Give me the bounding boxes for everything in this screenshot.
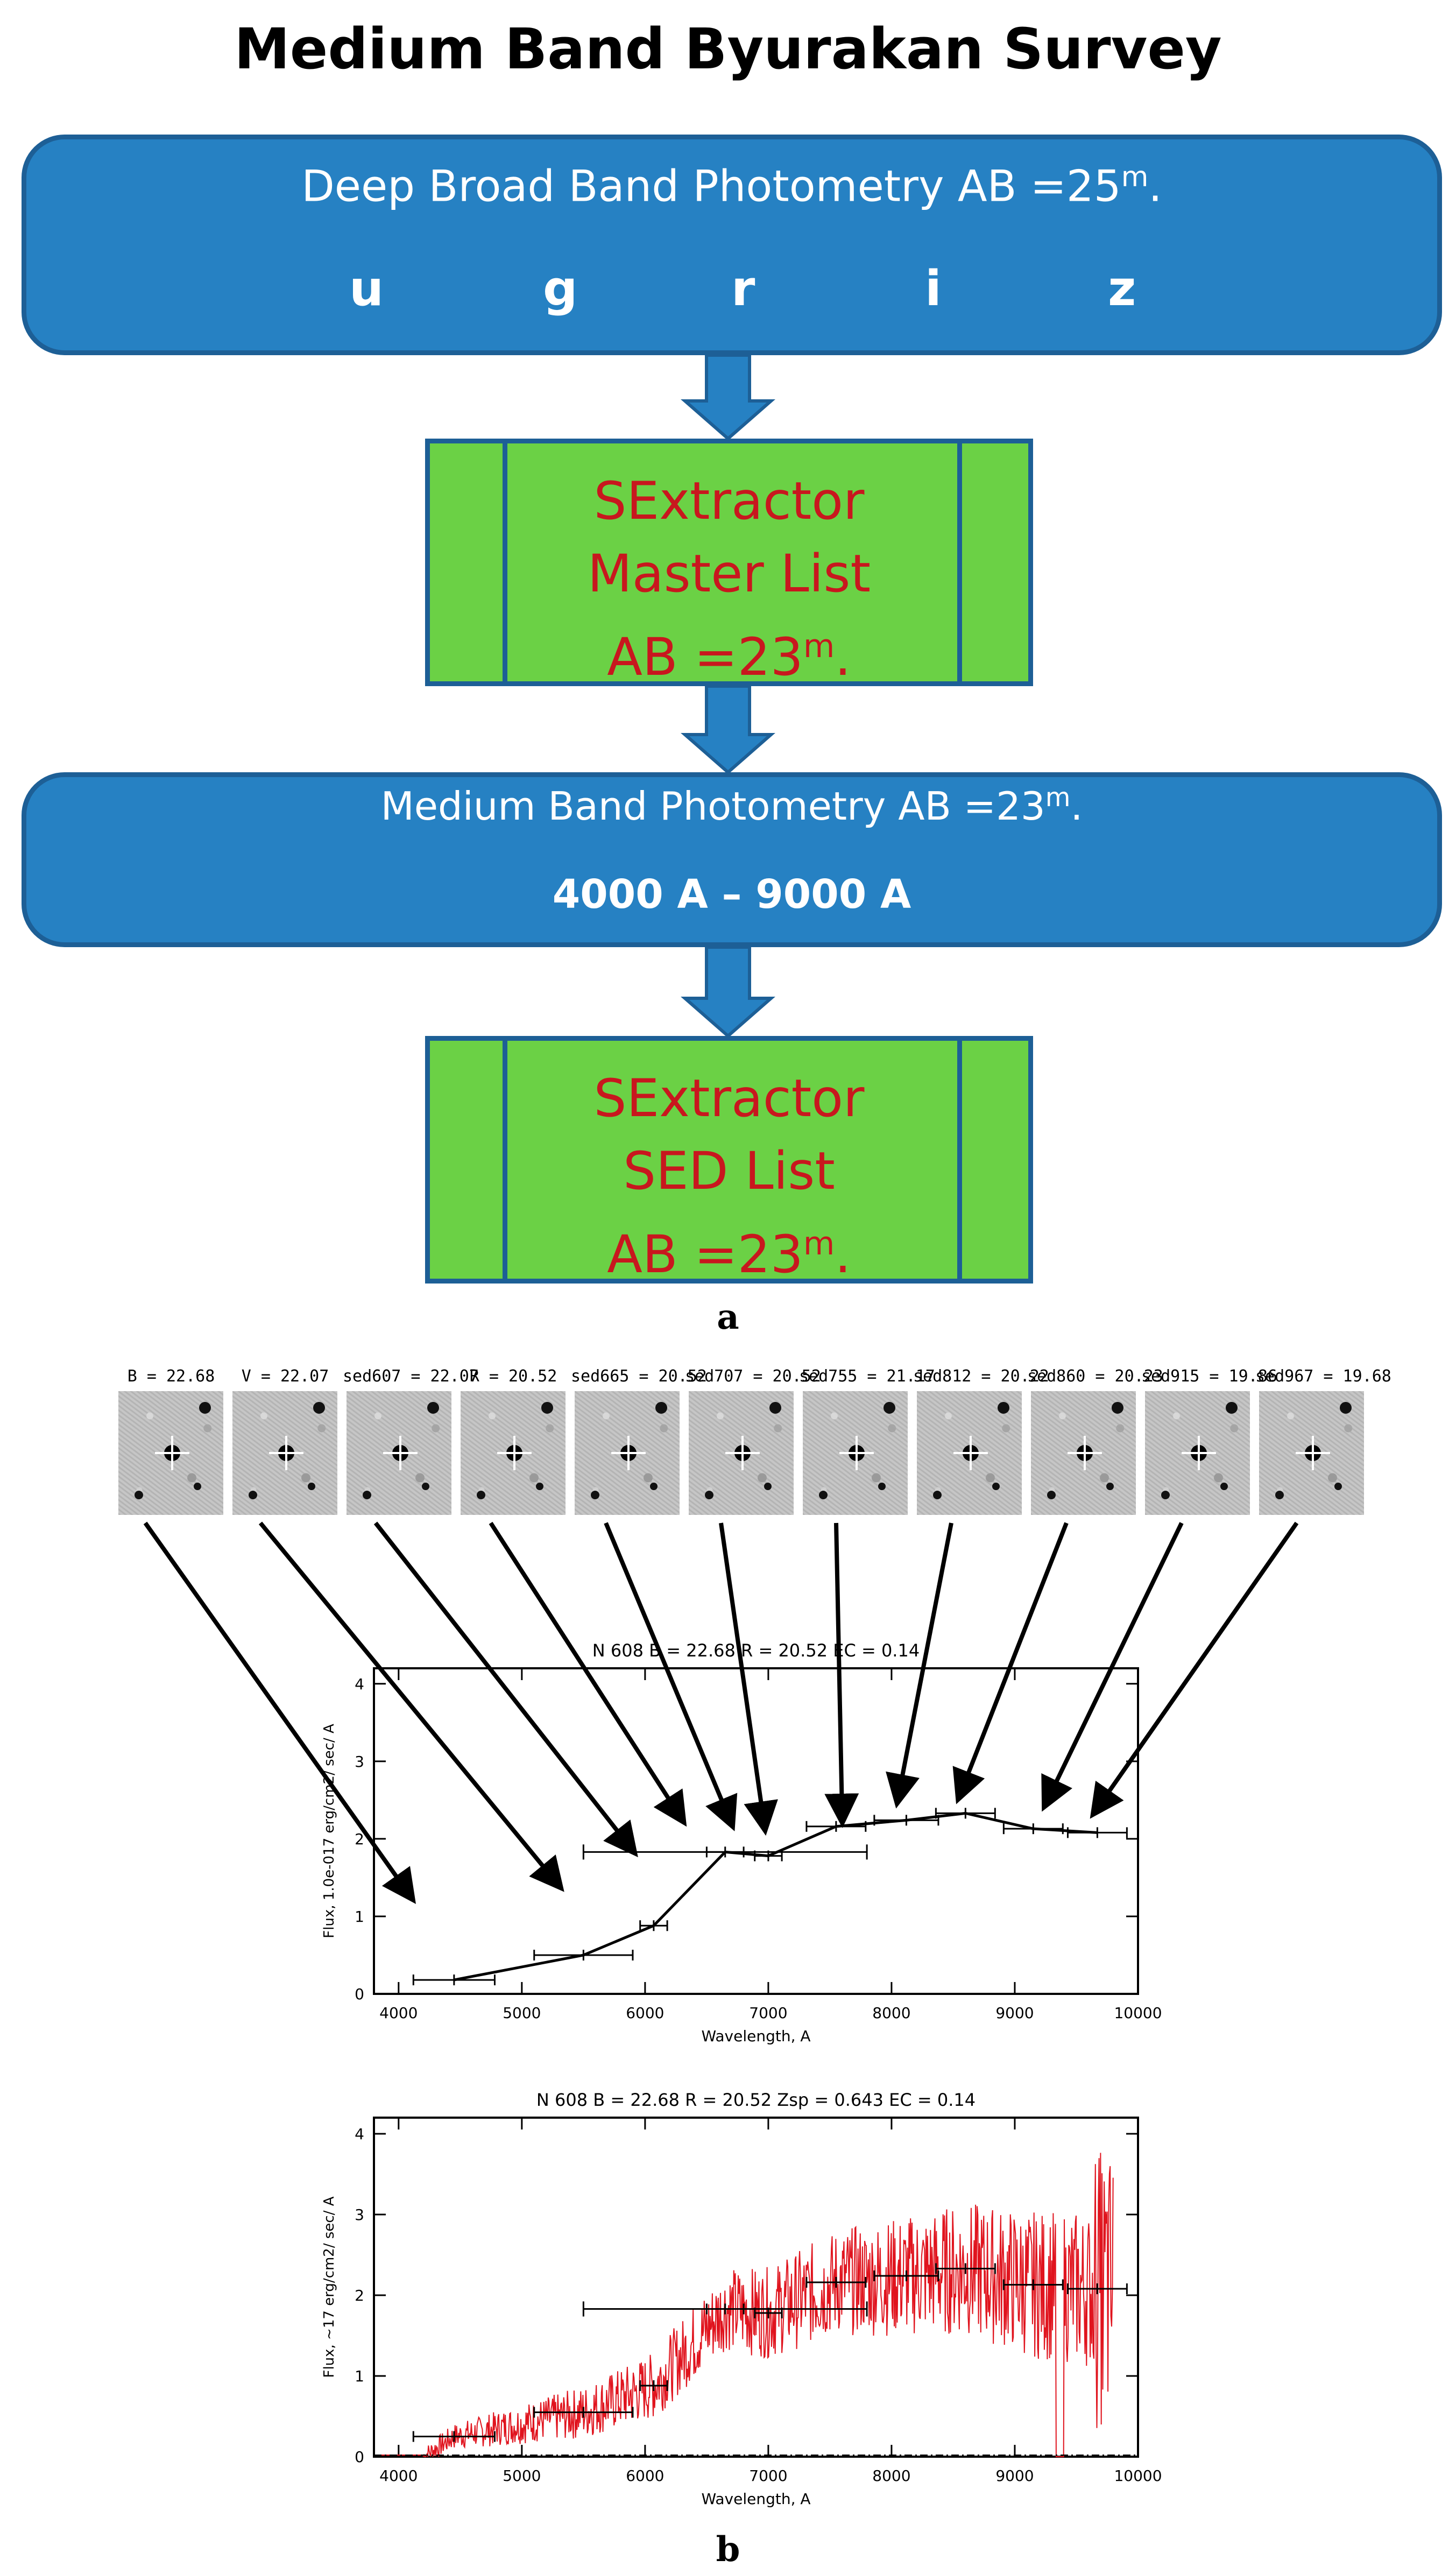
medium-band-photometry-text: Medium Band Photometry AB =23m. — [380, 782, 1083, 829]
y-tick-label: 0 — [355, 1985, 364, 2003]
x-tick-label: 4000 — [379, 2004, 418, 2022]
x-tick-label: 7000 — [749, 2004, 787, 2022]
x-tick-label: 10000 — [1114, 2467, 1162, 2485]
flow-arrow-3 — [681, 946, 775, 1038]
thumbnail-label: sed967 = 19.68 — [1255, 1367, 1391, 1386]
y-axis-label: Flux, ~17 erg/cm2/ sec/ A — [321, 2196, 337, 2378]
thumbnail-image — [232, 1391, 337, 1515]
x-tick-label: 8000 — [872, 2004, 910, 2022]
flow-arrow-2 — [681, 685, 775, 774]
y-tick-label: 4 — [355, 1675, 364, 1693]
thumbnail-label: sed755 = 21.17 — [799, 1367, 935, 1386]
x-tick-label: 9000 — [995, 2004, 1034, 2022]
thumbnail-image — [917, 1391, 1022, 1515]
master-list-box: SExtractor Master List AB =23m. — [425, 439, 1033, 687]
x-tick-label: 6000 — [626, 2004, 664, 2022]
thumbnail-label: sed860 = 20.23 — [1027, 1367, 1163, 1386]
broad-band-photometry-text: Deep Broad Band Photometry AB =25m. — [301, 161, 1162, 211]
x-tick-label: 10000 — [1114, 2004, 1162, 2022]
sed-list-box: SExtractor SED List AB =23m. — [425, 1036, 1033, 1285]
thumbnail-image — [1259, 1391, 1364, 1515]
band-r: r — [731, 260, 755, 317]
thumbnail-label: sed607 = 22.07 — [343, 1367, 479, 1386]
panel-label-a: a — [717, 1297, 739, 1337]
thumbnail-label: sed812 = 20.22 — [913, 1367, 1049, 1386]
y-tick-label: 2 — [355, 2287, 364, 2304]
plot-frame — [373, 2117, 1139, 2458]
wavelength-range: 4000 A – 9000 A — [552, 871, 911, 918]
thumbnail-image — [461, 1391, 566, 1515]
flow-arrow-1 — [681, 354, 775, 441]
thumbnail-label: sed707 = 20.52 — [685, 1367, 821, 1386]
x-tick-label: 9000 — [995, 2467, 1034, 2485]
y-tick-label: 1 — [355, 2367, 364, 2385]
master-list-text: SExtractor Master List AB =23m. — [587, 471, 871, 687]
x-tick-label: 4000 — [379, 2467, 418, 2485]
thumbnail-image — [575, 1391, 680, 1515]
thumbnail-label: R = 20.52 — [469, 1367, 557, 1386]
sed-list-text: SExtractor SED List AB =23m. — [593, 1068, 865, 1285]
plot-frame — [373, 1667, 1139, 1995]
y-axis-label: Flux, 1.0e-017 erg/cm2/ sec/ A — [321, 1724, 337, 1938]
x-axis-label: Wavelength, A — [701, 2027, 810, 2045]
band-u: u — [349, 260, 384, 317]
y-tick-label: 0 — [355, 2448, 364, 2466]
thumbnail-image — [1145, 1391, 1250, 1515]
page-title: Medium Band Byurakan Survey — [234, 16, 1222, 82]
thumbnail-label: sed665 = 20.52 — [571, 1367, 707, 1386]
x-tick-label: 5000 — [503, 2467, 541, 2485]
y-tick-label: 3 — [355, 2206, 364, 2224]
x-axis-label: Wavelength, A — [701, 2490, 810, 2508]
x-tick-label: 8000 — [872, 2467, 910, 2485]
plot-title: N 608 B = 22.68 R = 20.52 Zsp = 0.643 EC… — [536, 2090, 976, 2110]
band-z: z — [1108, 260, 1136, 317]
thumbnail-label: B = 22.68 — [127, 1367, 215, 1386]
panel-label-b: b — [716, 2529, 740, 2570]
x-tick-label: 7000 — [749, 2467, 787, 2485]
thumbnail-image — [689, 1391, 794, 1515]
thumbnail-image — [347, 1391, 451, 1515]
medium-band-photometry-box: Medium Band Photometry AB =23m. 4000 A –… — [22, 772, 1442, 947]
thumbnail-image — [1031, 1391, 1136, 1515]
sed-photometry-plot: N 608 B = 22.68 R = 20.52 EC = 0.14 4000 5… — [321, 1640, 1162, 2045]
x-tick-label: 6000 — [626, 2467, 664, 2485]
y-tick-label: 2 — [355, 1830, 364, 1848]
flow-arrows — [681, 354, 775, 1038]
broad-band-photometry-box: Deep Broad Band Photometry AB =25m. u g … — [22, 135, 1442, 355]
band-g: g — [543, 260, 578, 317]
thumbnail-image — [118, 1391, 223, 1515]
band-i: i — [925, 260, 942, 317]
y-tick-label: 3 — [355, 1753, 364, 1771]
sed-line — [454, 1811, 1098, 1981]
x-tick-label: 5000 — [503, 2004, 541, 2022]
y-tick-label: 1 — [355, 1908, 364, 1926]
spectrum-plot: N 608 B = 22.68 R = 20.52 Zsp = 0.643 EC… — [321, 2090, 1162, 2508]
plot-title: N 608 B = 22.68 R = 20.52 EC = 0.14 — [592, 1640, 920, 1661]
y-tick-label: 4 — [355, 2125, 364, 2143]
thumbnail-image — [803, 1391, 908, 1515]
thumbnail-label: V = 22.07 — [241, 1367, 329, 1386]
thumbnail-label: sed915 = 19.86 — [1141, 1367, 1277, 1386]
